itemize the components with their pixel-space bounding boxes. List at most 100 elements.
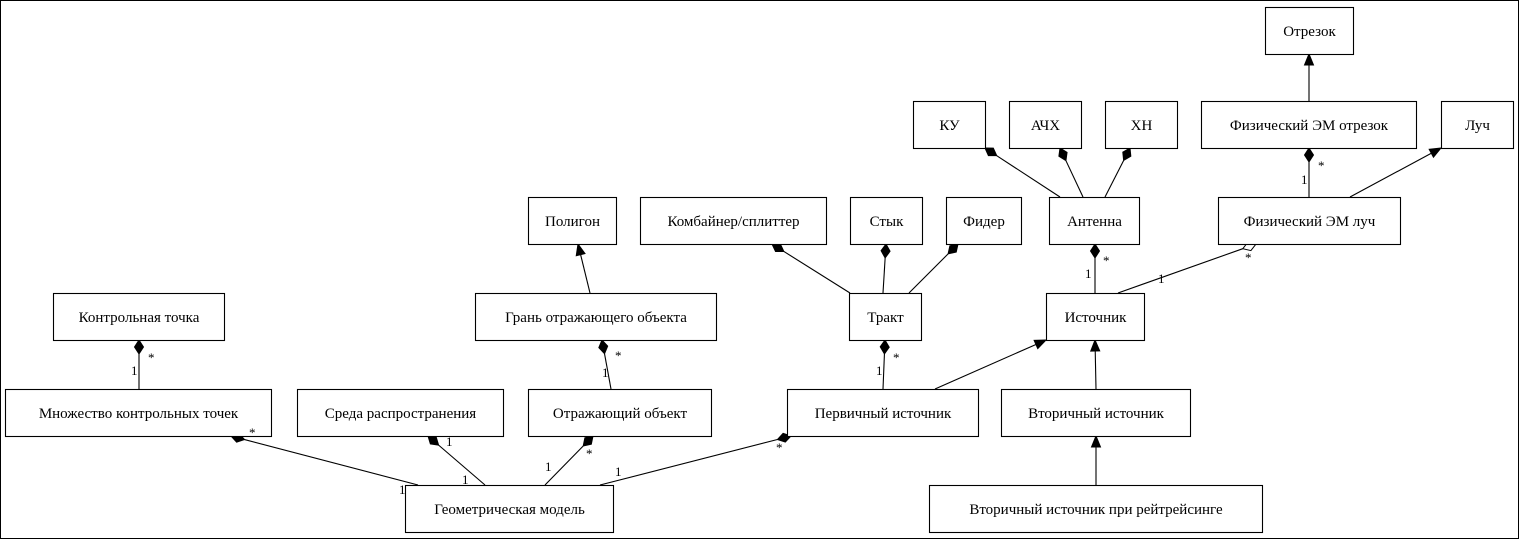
edge-composition-antenna-to-ku <box>984 147 1061 198</box>
class-box <box>4 388 273 438</box>
edge-line <box>438 444 486 486</box>
class-box <box>52 292 226 342</box>
class-node-fiz_otrezok[interactable]: Физический ЭМ отрезок <box>1200 100 1418 150</box>
class-box <box>527 388 713 438</box>
multiplicity-labels-layer: 1*1*1*1*1*1*1*111*1* <box>131 158 1325 497</box>
edge-composition-antenna-to-achh <box>1058 147 1084 198</box>
class-node-ku[interactable]: КУ <box>912 100 987 150</box>
composition-diamond <box>1058 147 1068 162</box>
edge-line <box>1065 160 1084 198</box>
class-box <box>1045 292 1146 342</box>
class-node-geom[interactable]: Геометрическая модель <box>404 484 615 534</box>
class-node-achh[interactable]: АЧХ <box>1008 100 1083 150</box>
edge-composition-trakt-to-styk <box>880 243 891 294</box>
multiplicity-part: * <box>586 446 593 461</box>
class-node-luch[interactable]: Луч <box>1440 100 1515 150</box>
class-node-perv_ist[interactable]: Первичный источник <box>786 388 980 438</box>
edge-line <box>603 353 612 390</box>
inheritance-arrowhead <box>1303 52 1315 66</box>
multiplicity-owner: 1 <box>131 363 138 378</box>
inheritance-arrowhead <box>575 242 586 257</box>
class-node-sreda[interactable]: Среда распространения <box>296 388 505 438</box>
edges-layer <box>133 52 1443 486</box>
class-node-kontrol_tochka[interactable]: Контрольная точка <box>52 292 226 342</box>
class-node-fiz_luch[interactable]: Физический ЭМ луч <box>1217 196 1402 246</box>
edge-line <box>934 343 1037 390</box>
edge-composition-trakt-to-combiner <box>771 243 851 294</box>
class-node-hn[interactable]: ХН <box>1104 100 1179 150</box>
multiplicity-part: * <box>615 348 622 363</box>
class-label: Геометрическая модель <box>434 502 585 518</box>
edge-line <box>908 253 949 294</box>
composition-diamond <box>133 339 145 355</box>
edge-composition-fiz_luch-to-fiz_otrezok <box>1303 147 1315 197</box>
composition-diamond <box>879 339 890 355</box>
class-box <box>848 292 923 342</box>
class-node-vtor_ist[interactable]: Вторичный источник <box>1000 388 1192 438</box>
multiplicity-owner: 1 <box>602 365 609 380</box>
multiplicity-owner: 1 <box>876 363 883 378</box>
multiplicity-part: * <box>148 350 155 365</box>
class-node-gran[interactable]: Грань отражающего объекта <box>474 292 718 342</box>
multiplicity-owner: 1 <box>399 482 406 497</box>
edge-composition-perv_ist-to-trakt <box>879 339 890 390</box>
edge-composition-otr_obj-to-gran <box>598 339 612 390</box>
multiplicity-part: * <box>249 425 256 440</box>
class-node-styk[interactable]: Стык <box>849 196 924 246</box>
class-label: Вторичный источник при рейтрейсинге <box>969 502 1223 518</box>
edge-line <box>1104 160 1125 198</box>
class-label: Источник <box>1065 310 1128 326</box>
edge-inheritance-perv_ist-to-istochnik <box>934 339 1048 390</box>
class-node-antenna[interactable]: Антенна <box>1048 196 1141 246</box>
edge-line <box>580 254 591 294</box>
edge-composition-mnozh-to-kontrol_tochka <box>133 339 145 389</box>
edge-composition-geom-to-sreda <box>427 435 486 486</box>
class-node-otrezok[interactable]: Отрезок <box>1264 6 1355 56</box>
class-box <box>1200 100 1418 150</box>
class-node-mnozh[interactable]: Множество контрольных точек <box>4 388 273 438</box>
multiplicity-part: * <box>1318 158 1325 173</box>
class-label: Фидер <box>963 214 1005 230</box>
edge-line <box>1117 248 1243 294</box>
class-box <box>296 388 505 438</box>
class-label: Луч <box>1465 118 1490 134</box>
class-node-poligon[interactable]: Полигон <box>527 196 618 246</box>
class-label: Физический ЭМ отрезок <box>1230 118 1389 134</box>
class-node-otr_obj[interactable]: Отражающий объект <box>527 388 713 438</box>
class-node-combiner[interactable]: Комбайнер/сплиттер <box>639 196 828 246</box>
class-label: Множество контрольных точек <box>39 406 239 422</box>
class-node-vtor_ray[interactable]: Вторичный источник при рейтрейсинге <box>928 484 1264 534</box>
edge-line <box>599 438 778 486</box>
inheritance-arrowhead <box>1089 338 1101 352</box>
class-label: Среда распространения <box>325 406 477 422</box>
class-label: Антенна <box>1067 214 1122 230</box>
class-label: Физический ЭМ луч <box>1244 214 1376 230</box>
composition-diamond <box>984 147 998 157</box>
edge-inheritance-gran-to-poligon <box>575 242 591 294</box>
class-label: ХН <box>1131 118 1153 134</box>
edge-composition-geom-to-mnozh <box>230 432 419 486</box>
edge-line <box>783 250 851 294</box>
class-node-fider[interactable]: Фидер <box>945 196 1023 246</box>
multiplicity-owner: 1 <box>1301 172 1308 187</box>
inheritance-arrowhead <box>1033 339 1048 350</box>
class-box <box>786 388 980 438</box>
class-label: Тракт <box>867 310 904 326</box>
class-label: Отражающий объект <box>553 406 688 422</box>
class-box <box>1000 388 1192 438</box>
class-node-trakt[interactable]: Тракт <box>848 292 923 342</box>
class-label: Отрезок <box>1283 24 1336 40</box>
class-label: Комбайнер/сплиттер <box>667 214 799 230</box>
edge-line <box>882 257 886 294</box>
multiplicity-part: * <box>1245 250 1252 265</box>
composition-diamond <box>1122 147 1132 162</box>
class-box <box>928 484 1264 534</box>
class-box <box>1440 100 1515 150</box>
class-box <box>404 484 615 534</box>
class-node-istochnik[interactable]: Источник <box>1045 292 1146 342</box>
edge-line <box>996 155 1061 198</box>
class-label: КУ <box>939 118 960 134</box>
edge-line <box>1349 152 1432 198</box>
